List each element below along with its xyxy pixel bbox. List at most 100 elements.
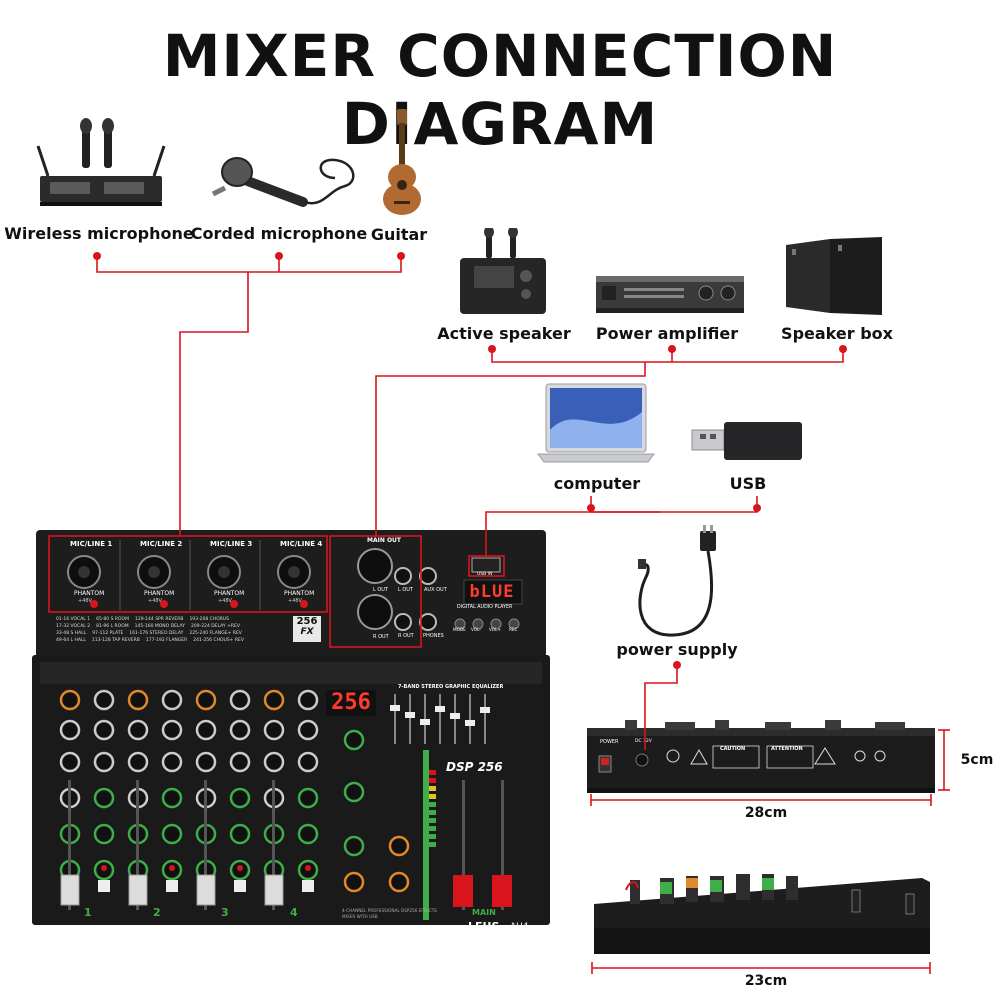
- mixer-rear-view: [587, 720, 935, 793]
- mixer-front-panel: [59, 540, 523, 920]
- mic-line-3-label: MIC/LINE 3: [210, 540, 253, 548]
- player-vol-down-button[interactable]: VOL-: [471, 627, 481, 632]
- eq-track: [469, 694, 471, 744]
- meter-led: [428, 794, 436, 799]
- dsp-label: DSP 256: [446, 760, 503, 774]
- channel-knob-right: [93, 719, 115, 741]
- quarter-inch-jack: [419, 613, 437, 631]
- fx-knob: [343, 871, 365, 893]
- quarter-inch-jack: [394, 613, 412, 631]
- label-usb: USB: [729, 474, 767, 493]
- mute-button: [234, 880, 246, 892]
- r-out-label: R OUT: [398, 633, 414, 639]
- main-out-label: MAIN OUT: [367, 537, 402, 544]
- player-button: [454, 618, 466, 630]
- label-speaker-box: Speaker box: [781, 324, 893, 343]
- mp3-knob: [388, 871, 410, 893]
- rear-dc-label: DC 12V: [635, 739, 652, 744]
- active-speaker-icon: [460, 228, 546, 314]
- aux-out-label: AUX OUT: [424, 587, 447, 593]
- corded-mic-icon: [211, 157, 355, 207]
- label-power-amplifier: Power amplifier: [595, 324, 739, 343]
- player-mode-button[interactable]: MODE: [453, 627, 466, 632]
- main-fader-track: [501, 780, 504, 910]
- fx-knob: [343, 781, 365, 803]
- player-button: [490, 618, 502, 630]
- label-wireless-microphone: Wireless microphone: [4, 224, 194, 243]
- brand-label: LEUS: [468, 920, 500, 933]
- channel-knob-right: [229, 787, 251, 809]
- channel-knob-right: [297, 751, 319, 773]
- combo-jack-center: [288, 566, 300, 578]
- channel-knob: [127, 719, 149, 741]
- channel-knob: [127, 689, 149, 711]
- fx-display: 256: [326, 690, 376, 716]
- main-fader-cap: [492, 875, 512, 907]
- dimension-depth-label: 23cm: [744, 973, 788, 989]
- meter-led: [428, 842, 436, 847]
- phantom-label-1: PHANTOM: [74, 590, 105, 597]
- channel-knob: [59, 719, 81, 741]
- speaker-box-icon: [786, 237, 882, 315]
- eq-cap: [480, 707, 490, 713]
- channel-knob: [127, 751, 149, 773]
- combo-jack-center: [78, 566, 90, 578]
- mic-line-2-label: MIC/LINE 2: [140, 540, 183, 548]
- channel-knob-right: [297, 719, 319, 741]
- phantom-label-3: PHANTOM: [214, 590, 245, 597]
- phantom-switch: [300, 600, 308, 608]
- power-adapter-icon: [638, 525, 716, 637]
- player-button: [508, 618, 520, 630]
- dimension-length-label: 28cm: [744, 805, 788, 821]
- main-fader-label: MAIN: [472, 908, 496, 917]
- channel-knob: [263, 751, 285, 773]
- meter-led: [428, 826, 436, 831]
- peak-led: [169, 865, 175, 871]
- l-out-jack-label: L OUT: [373, 587, 389, 593]
- fader-cap: [264, 874, 284, 906]
- label-computer: computer: [553, 474, 641, 493]
- channel-knob-right: [161, 751, 183, 773]
- channel-knob: [263, 689, 285, 711]
- fader-cap: [60, 874, 80, 906]
- label-active-speaker: Active speaker: [437, 324, 571, 343]
- player-title: DIGITAL AUDIO PLAYER: [457, 605, 513, 610]
- mute-button: [302, 880, 314, 892]
- main-green-bar: [423, 750, 429, 920]
- channel-knob-right: [297, 689, 319, 711]
- phantom-label-2: PHANTOM: [144, 590, 175, 597]
- fader-track: [136, 780, 139, 910]
- usb-drive-icon: [691, 422, 802, 460]
- channel-knob: [195, 751, 217, 773]
- page-title: MIXER CONNECTION DIAGRAM: [162, 22, 838, 158]
- player-rec-button[interactable]: REC: [509, 627, 518, 632]
- eq-cap: [390, 705, 400, 711]
- channel-knob-right: [161, 823, 183, 845]
- fader-track: [272, 780, 275, 910]
- player-display-frame: [463, 579, 523, 605]
- phantom-switch: [90, 600, 98, 608]
- fader-track: [204, 780, 207, 910]
- fader-cap: [196, 874, 216, 906]
- channel-knob-right: [93, 751, 115, 773]
- channel-number-2: 2: [153, 906, 161, 919]
- mute-button: [98, 880, 110, 892]
- channel-knob-right: [161, 787, 183, 809]
- mic-line-inputs: MIC/LINE 1 MIC/LINE 2 MIC/LINE 3 MIC/LIN…: [50, 540, 325, 612]
- mic-line-1-label: MIC/LINE 1: [70, 540, 113, 548]
- main-out-xlr-l: [357, 548, 393, 584]
- phantom-sub-2: +48V: [148, 598, 162, 604]
- channel-number-1: 1: [84, 906, 92, 919]
- label-power-supply: power supply: [616, 640, 738, 659]
- eq-cap: [405, 712, 415, 718]
- channel-number-4: 4: [290, 906, 298, 919]
- quarter-inch-jack: [419, 567, 437, 585]
- eq-cap: [465, 720, 475, 726]
- model-label: AU4: [510, 922, 529, 932]
- player-vol-up-button[interactable]: VOL+: [489, 627, 501, 632]
